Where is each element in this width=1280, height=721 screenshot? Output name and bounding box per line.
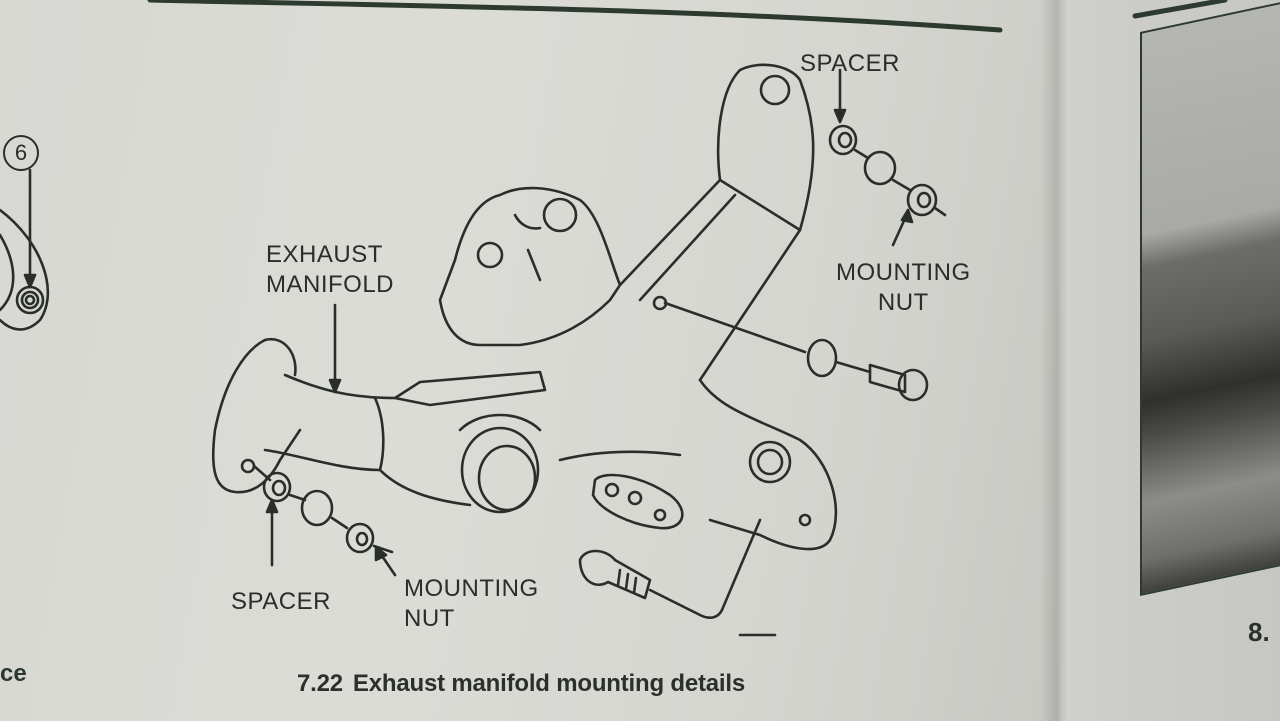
figure-caption: 7.22 Exhaust manifold mounting details [297, 670, 745, 698]
mounting-nut-top-label: MOUNTING NUT [836, 258, 971, 318]
mounting-nut-bottom-label: MOUNTING NUT [404, 574, 539, 634]
callout-number-6: 6 [3, 135, 39, 171]
label-line: MANIFOLD [266, 271, 395, 298]
figure-number: 7.22 [297, 670, 343, 697]
exhaust-manifold-label: EXHAUST MANIFOLD [266, 240, 394, 300]
label-line: EXHAUST [266, 241, 383, 268]
figure-caption-text: Exhaust manifold mounting details [352, 670, 746, 697]
spacer-top-label: SPACER [800, 50, 900, 77]
label-line: MOUNTING [836, 259, 971, 286]
spacer-bottom-label: SPACER [231, 588, 331, 615]
label-line: MOUNTING [404, 575, 539, 602]
label-line: NUT [404, 605, 455, 632]
label-line: NUT [877, 289, 929, 316]
book-gutter [1040, 0, 1070, 721]
left-page [0, 0, 1060, 721]
right-page-figure-fragment: 8. [1248, 617, 1270, 647]
left-page-text-fragment: ce [0, 660, 27, 687]
